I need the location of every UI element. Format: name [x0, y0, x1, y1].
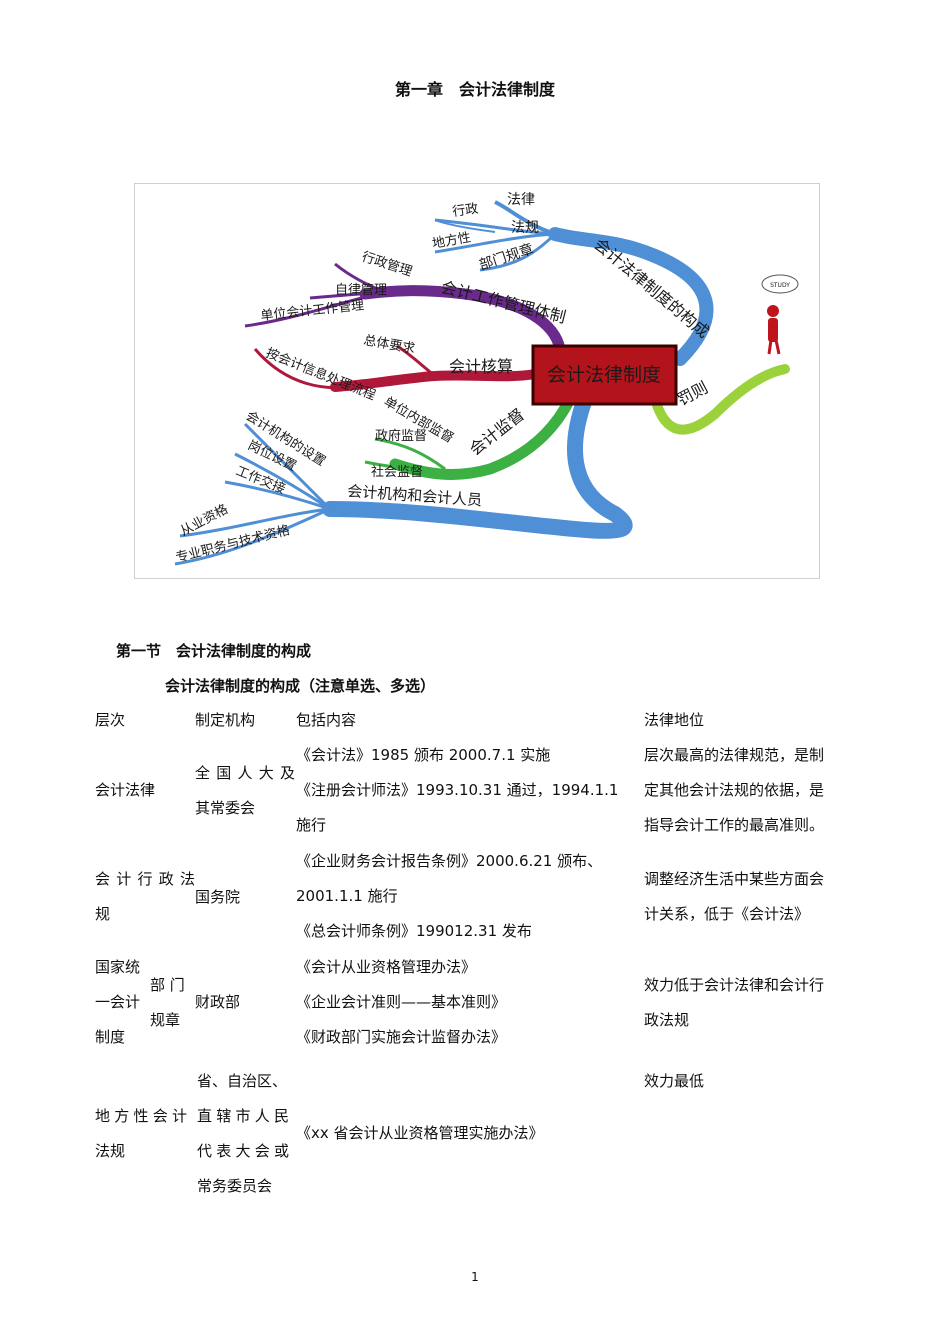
row1-status-line2: 定其他会计法规的依据，是 — [644, 781, 825, 799]
row3-org: 财政部 — [195, 993, 241, 1011]
branch-staff-sub4 — [179, 507, 331, 538]
row4-level-line2: 法规 — [95, 1142, 126, 1160]
structure-item-regulation: 法规 — [511, 220, 539, 236]
row3-level-side-line1: 部 门 — [150, 976, 185, 994]
row3-level-side-line2: 规章 — [150, 1011, 181, 1029]
row2-status-line2: 计关系，低于《会计法》 — [644, 905, 810, 923]
row4-org-line1: 省、自治区、 — [197, 1072, 288, 1090]
row3-content-line1: 《会计从业资格管理办法》 — [296, 958, 477, 976]
row2-content-line2: 2001.1.1 施行 — [296, 887, 398, 905]
structure-item-admin: 行政 — [451, 201, 479, 219]
chapter-title: 第一章 会计法律制度 — [394, 80, 555, 99]
figure-leg-left — [767, 339, 773, 355]
row1-org-line2: 其常委会 — [195, 799, 256, 817]
mind-map-figure: 会计法律制度 会计法律制度的构成 法律 行政 法规 地方性 部门规章 会计工作管… — [134, 183, 820, 579]
subsection-title: 会计法律制度的构成（注意单选、多选） — [165, 677, 436, 695]
branch-penalty-line — [650, 364, 790, 435]
row1-org-line1: 全国人大及 — [195, 764, 295, 782]
branch-accounting-sub2 — [253, 348, 366, 390]
branch-accounting-sub1 — [396, 344, 436, 378]
branch-supervision-sub1 — [374, 437, 446, 471]
row1-status-line1: 层次最高的法律规范，是制 — [644, 746, 825, 764]
structure-item-law: 法律 — [507, 192, 535, 208]
branch-system-label: 会计工作管理体制 — [439, 277, 568, 326]
section-title: 第一节 会计法律制度的构成 — [116, 642, 312, 660]
row1-level: 会计法律 — [95, 781, 156, 799]
row3-content-line2: 《企业会计准则——基本准则》 — [296, 993, 507, 1011]
branch-staff-sub1 — [243, 422, 332, 511]
system-item-unit: 单位会计工作管理 — [260, 298, 365, 324]
row2-content-line1: 《企业财务会计报告条例》2000.6.21 颁布、 — [296, 852, 603, 870]
mind-map-svg: 会计法律制度 会计法律制度的构成 法律 行政 法规 地方性 部门规章 会计工作管… — [174, 192, 799, 566]
branch-staff-sub5 — [174, 507, 331, 566]
row2-content-line3: 《总会计师条例》199012.31 发布 — [296, 922, 532, 940]
system-item-self: 自律管理 — [335, 283, 387, 298]
row4-org-line4: 常务委员会 — [197, 1177, 273, 1195]
header-org: 制定机构 — [195, 711, 256, 729]
branch-system-line — [359, 285, 566, 355]
branch-accounting-label: 会计核算 — [449, 357, 513, 376]
figure-speech-bubble — [761, 274, 799, 294]
figure-head — [767, 305, 779, 317]
header-status: 法律地位 — [644, 711, 705, 729]
figure-speech-text: STUDY — [770, 282, 790, 289]
branch-staff-sub2 — [234, 452, 331, 511]
row4-org-line3: 代表大会或 — [197, 1142, 289, 1160]
branch-penalty-label: 罚则 — [674, 378, 711, 410]
header-content: 包括内容 — [296, 711, 357, 729]
row3-level-line2: 一会计 — [95, 993, 141, 1011]
row3-level-line1: 国家统 — [95, 958, 141, 976]
branch-structure-sub4 — [479, 232, 557, 272]
branch-structure-sub5 — [434, 219, 496, 233]
branch-supervision-sub2 — [364, 460, 436, 474]
figure-body — [768, 318, 778, 342]
row4-content: 《xx 省会计从业资格管理实施办法》 — [296, 1124, 544, 1142]
row3-level-line3: 制度 — [95, 1028, 126, 1046]
structure-item-local: 地方性 — [431, 229, 472, 252]
page-number: 1 — [471, 1270, 479, 1284]
row2-level-line1: 会计行政法 — [95, 870, 195, 888]
row1-content-line1: 《会计法》1985 颁布 2000.7.1 实施 — [296, 746, 551, 764]
branch-staff-sub3 — [224, 480, 331, 511]
row3-content-line3: 《财政部门实施会计监督办法》 — [296, 1028, 507, 1046]
row1-content-line3: 施行 — [296, 816, 327, 834]
row4-level-line1: 地方性会计 — [95, 1107, 187, 1125]
figure-leg-right — [774, 339, 781, 355]
branch-structure-sub — [494, 200, 556, 236]
accounting-item-general: 总体要求 — [362, 333, 416, 357]
structure-item-dept: 部门规章 — [477, 240, 536, 273]
accounting-item-process: 按会计信息处理流程 — [264, 345, 378, 404]
header-level: 层次 — [95, 711, 126, 729]
row4-org-line2: 直辖市人民 — [197, 1107, 289, 1125]
supervision-item-government: 政府监督 — [375, 429, 427, 444]
row2-status-line1: 调整经济生活中某些方面会 — [644, 870, 825, 888]
row1-status-line3: 指导会计工作的最高准则。 — [644, 816, 825, 834]
supervision-item-social: 社会监督 — [371, 464, 423, 480]
system-item-admin: 行政管理 — [360, 250, 414, 280]
branch-structure-sub3 — [434, 232, 556, 254]
branch-structure-sub2 — [434, 218, 556, 236]
row1-content-line2: 《注册会计师法》1993.10.31 通过，1994.1.1 — [296, 781, 619, 799]
row2-org: 国务院 — [195, 888, 241, 906]
row2-level-line2: 规 — [95, 905, 111, 923]
mind-map-center-label: 会计法律制度 — [547, 364, 661, 386]
row3-status-line1: 效力低于会计法律和会计行 — [644, 976, 825, 994]
branch-structure-line — [548, 227, 714, 366]
row3-status-line2: 政法规 — [644, 1011, 690, 1029]
branch-system-sub1 — [334, 262, 386, 294]
row4-status: 效力最低 — [644, 1072, 705, 1090]
branch-system-sub3 — [244, 290, 386, 328]
branch-staff-line — [322, 391, 633, 539]
mind-map-center-box — [531, 344, 678, 406]
